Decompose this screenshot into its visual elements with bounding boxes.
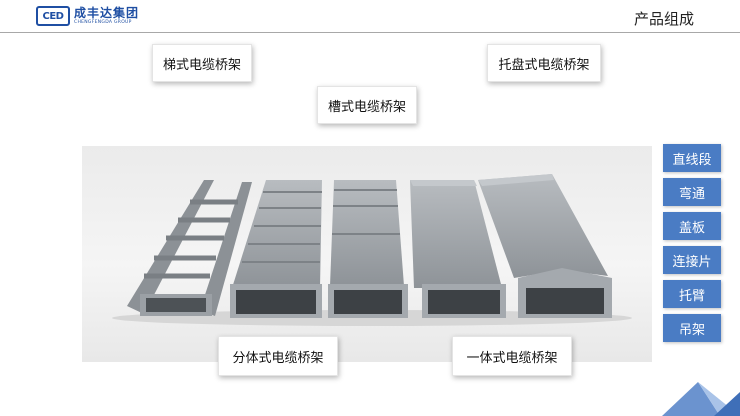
integral-tray-peaked-product <box>478 174 612 318</box>
company-logo: CED 成丰达集团 CHENGFENGDA GROUP <box>36 6 139 26</box>
logo-mark: CED <box>36 6 70 26</box>
trough-tray-product <box>328 180 408 318</box>
label-tray-type: 托盘式电缆桥架 <box>487 44 601 82</box>
logo-name-en: CHENGFENGDA GROUP <box>74 19 132 25</box>
label-ladder-tray: 梯式电缆桥架 <box>152 44 252 82</box>
nav-cover[interactable]: 盖板 <box>663 212 721 240</box>
nav-elbow[interactable]: 弯通 <box>663 178 721 206</box>
label-integral-type: 一体式电缆桥架 <box>452 336 572 376</box>
decorative-triangles <box>662 382 740 416</box>
split-tray-product <box>230 180 322 318</box>
header-divider <box>0 32 740 33</box>
label-split-type: 分体式电缆桥架 <box>218 336 338 376</box>
cable-tray-illustration <box>112 174 632 326</box>
integral-tray-flat-product <box>410 180 506 318</box>
ladder-tray-product <box>127 180 252 316</box>
logo-name-cn: 成丰达集团 <box>74 5 140 20</box>
label-trough-type: 槽式电缆桥架 <box>317 86 417 124</box>
nav-hanger[interactable]: 吊架 <box>663 314 721 342</box>
nav-connector[interactable]: 连接片 <box>663 246 721 274</box>
nav-bracket-arm[interactable]: 托臂 <box>663 280 721 308</box>
nav-straight-section[interactable]: 直线段 <box>663 144 721 172</box>
page-title: 产品组成 <box>633 10 694 28</box>
product-photo <box>82 146 652 362</box>
